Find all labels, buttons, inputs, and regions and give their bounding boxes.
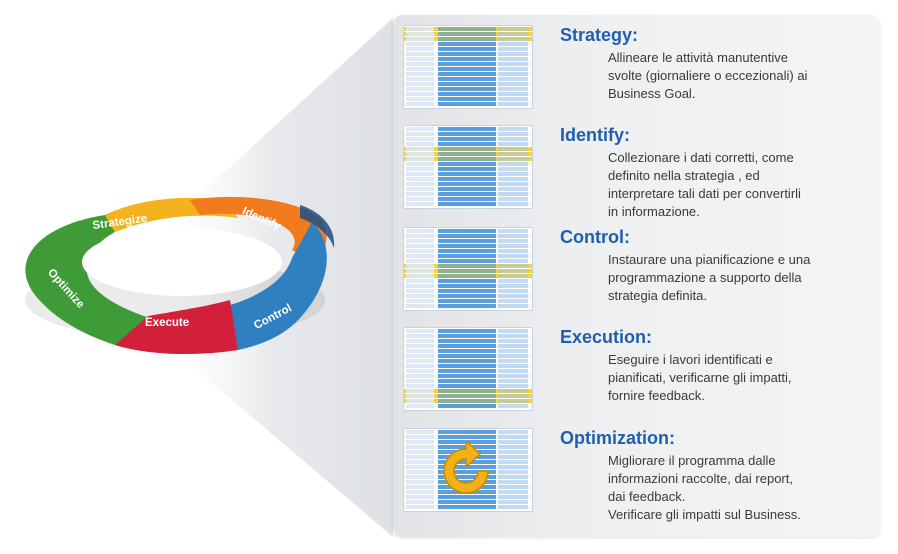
step-title: Control: xyxy=(560,227,630,247)
step-description: Eseguire i lavori identificati e pianifi… xyxy=(608,352,792,403)
step-description: Instaurare una pianificazione e una prog… xyxy=(608,252,811,303)
step-description: Allineare le attività manutentive svolte… xyxy=(608,50,808,101)
thumbnail xyxy=(403,125,533,209)
ring-segment-identify xyxy=(190,196,327,262)
ring-label-execute: Execute xyxy=(145,317,189,329)
step-title: Strategy: xyxy=(560,25,639,45)
step-title: Execution: xyxy=(560,327,653,347)
steps-panel: Strategy: Allineare le attività manutent… xyxy=(393,15,880,537)
mini-table-graphic xyxy=(404,329,532,408)
mini-table-graphic xyxy=(404,27,532,106)
mini-table-graphic xyxy=(404,229,532,308)
step-title: Optimization: xyxy=(560,428,675,448)
ring xyxy=(25,196,335,355)
step-description: Migliorare il programma dalle informazio… xyxy=(608,453,801,522)
ring-hole xyxy=(82,228,282,296)
ring-fold-shade xyxy=(300,205,335,248)
step-description: Collezionare i dati corretti, come defin… xyxy=(608,150,801,219)
step-title: Identify: xyxy=(560,125,630,145)
refresh-arrow-icon xyxy=(443,441,489,494)
ring-segment-optimize xyxy=(25,215,150,345)
ring-segment-execute xyxy=(115,300,238,355)
ring-segment-control xyxy=(230,222,327,350)
thumbnail xyxy=(403,327,533,411)
thumbnail xyxy=(403,227,533,311)
projection-cone xyxy=(150,18,393,537)
mini-table-graphic xyxy=(404,127,532,206)
thumbnail xyxy=(403,25,533,109)
thumbnail xyxy=(403,428,533,512)
